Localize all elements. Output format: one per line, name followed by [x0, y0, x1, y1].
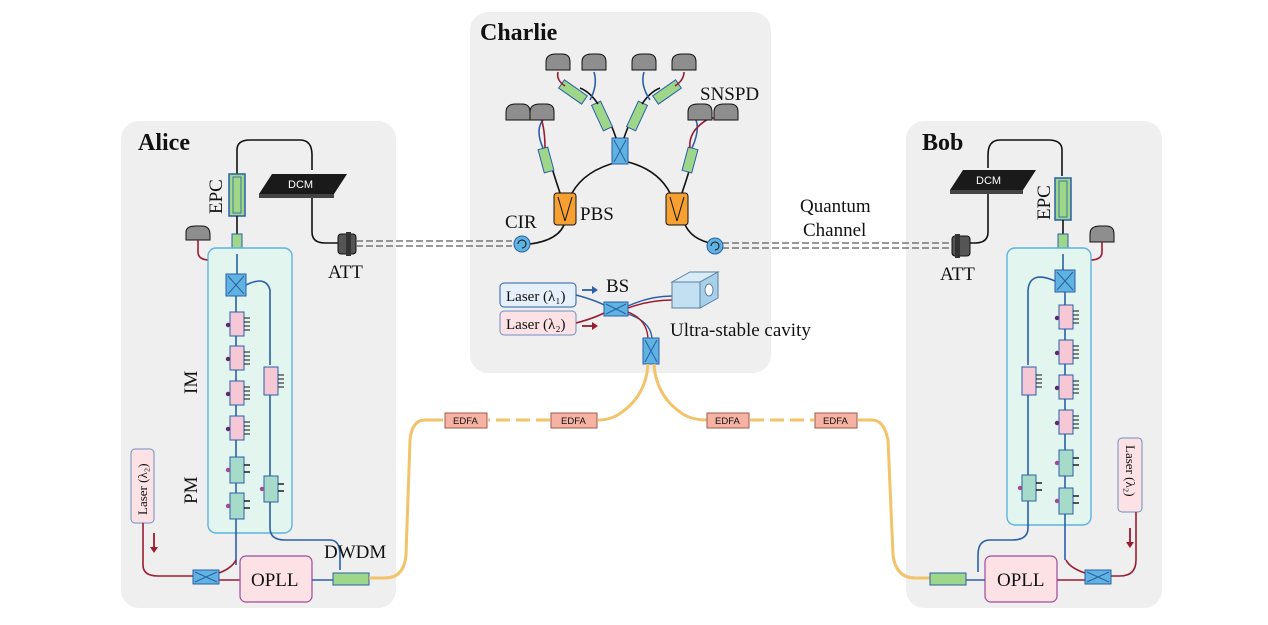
- bob-dcm-label: DCM: [976, 175, 1001, 187]
- bob-att-label: ATT: [940, 264, 975, 285]
- bob-im-4: [1054, 409, 1079, 435]
- alice-epc-label: EPC: [206, 179, 227, 214]
- bob-dcm: [950, 170, 1036, 190]
- bob-im-2: [1054, 339, 1079, 365]
- charlie-ultra-stable-cavity: [670, 271, 720, 309]
- alice-opll-label: OPLL: [251, 570, 299, 591]
- bob-pm-2: [1054, 487, 1079, 515]
- alice-coupler-x2: [227, 275, 245, 295]
- alice-im-1: [225, 311, 250, 337]
- edfa-4-label: EDFA: [823, 416, 848, 427]
- bob-epc-label: EPC: [1034, 185, 1055, 220]
- edfa-2: EDFA: [550, 412, 598, 429]
- alice-im-right: [263, 366, 284, 396]
- charlie-cir-right: [706, 237, 724, 255]
- bob-pm-left: [1017, 474, 1042, 502]
- bob-setup: DCM ATT EPC: [929, 139, 1143, 603]
- bob-title: Bob: [922, 130, 963, 156]
- bob-epc: [1054, 177, 1072, 221]
- charlie-snspd-6: [529, 103, 555, 121]
- charlie-snspd-4: [671, 53, 697, 71]
- bob-monitor-detector: [1089, 225, 1115, 243]
- charlie-title: Charlie: [480, 20, 558, 46]
- edfa-3: EDFA: [706, 412, 750, 429]
- charlie-snspd-8: [713, 103, 739, 121]
- charlie-laser-lambda2-label: Laser (λ₂): [506, 317, 566, 333]
- alice-lo-fiber: [142, 523, 193, 577]
- bob-lo-fiber: [1111, 512, 1137, 577]
- alice-right-arm: [245, 280, 271, 365]
- alice-pm-2: [225, 492, 250, 520]
- alice-dcm-fiber: [236, 139, 313, 174]
- charlie-cir-label: CIR: [505, 212, 537, 233]
- alice-att-ring: [346, 232, 351, 256]
- edfa-3-label: EDFA: [715, 416, 740, 427]
- bob-im-3: [1054, 374, 1079, 400]
- bob-im-left: [1021, 366, 1042, 396]
- charlie-snspd-label: SNSPD: [700, 84, 759, 105]
- alice-epc: [228, 173, 246, 217]
- alice-pm-1: [225, 456, 250, 484]
- alice-right-arm-3: [269, 500, 341, 570]
- charlie-pbs-label: PBS: [580, 204, 614, 225]
- edfa-4: EDFA: [814, 412, 858, 429]
- bob-laser-lambda2-label: Laser (λ₂): [1123, 445, 1138, 497]
- alice-dcm: [259, 174, 347, 194]
- edfa-1: EDFA: [444, 412, 488, 429]
- alice-att-fiber: [311, 195, 340, 244]
- charlie-snspd-7: [687, 103, 713, 121]
- bob-im-1: [1054, 304, 1079, 330]
- charlie-laser-lambda1-label: Laser (λ₁): [506, 289, 566, 305]
- right-classical-fiber: [652, 363, 708, 422]
- bob-att-fiber: [968, 194, 989, 244]
- quantum-channel-label-1: Quantum: [800, 196, 871, 217]
- bob-opll-label: OPLL: [997, 570, 1045, 591]
- quantum-channel-label-2: Channel: [803, 220, 866, 241]
- alice-title: Alice: [138, 130, 190, 156]
- alice-laser-lambda2-label: Laser (λ₂): [135, 463, 150, 515]
- alice-pm-label: PM: [181, 476, 202, 504]
- bob-dwdm: [929, 572, 967, 586]
- alice-att-label: ATT: [328, 262, 363, 283]
- alice-epc-inner: [232, 176, 242, 214]
- alice-laser-arrowhead: [150, 547, 158, 553]
- bob-modulator-box: [1006, 247, 1092, 526]
- edfa-1-label: EDFA: [453, 416, 478, 427]
- alice-im-label: IM: [181, 371, 202, 394]
- charlie-epc-right: [681, 146, 699, 174]
- charlie-snspd-3: [631, 53, 657, 71]
- bob-att: [951, 235, 971, 257]
- alice-dcm-edge: [259, 194, 334, 198]
- alice-setup: DCM ATT EPC: [130, 139, 386, 603]
- alice-dcm-label: DCM: [288, 179, 313, 191]
- alice-pm-right: [259, 475, 284, 503]
- left-classical-fiber: [597, 363, 650, 422]
- alice-im-2: [225, 345, 250, 371]
- bob-laser-lambda2: [1117, 437, 1143, 513]
- charlie-setup: PBS CIR: [499, 53, 811, 365]
- charlie-cavity-label: Ultra-stable cavity: [670, 320, 811, 341]
- charlie-snspd-1: [545, 53, 571, 71]
- charlie-epc-upper-left: [590, 100, 614, 132]
- alice-opll: [239, 555, 313, 603]
- bob-pm-1: [1054, 449, 1079, 477]
- charlie-cir-left: [513, 235, 531, 253]
- charlie-epc-left: [537, 146, 555, 174]
- edfa-2-label: EDFA: [561, 416, 586, 427]
- charlie-snspd-2: [581, 53, 607, 71]
- bob-opll: [984, 555, 1058, 603]
- charlie-pbs-right-center: [627, 161, 671, 194]
- alice-monitor-detector: [185, 225, 211, 241]
- alice-dwdm-label: DWDM: [324, 542, 386, 563]
- charlie-bs-label: BS: [606, 276, 629, 297]
- charlie-snspd-5: [505, 103, 531, 121]
- alice-dwdm: [332, 572, 370, 586]
- alice-coupler-to-im: [218, 559, 237, 574]
- alice-im-3: [225, 380, 250, 406]
- alice-im-4: [225, 415, 250, 441]
- bob-dcm-fiber: [987, 139, 1063, 176]
